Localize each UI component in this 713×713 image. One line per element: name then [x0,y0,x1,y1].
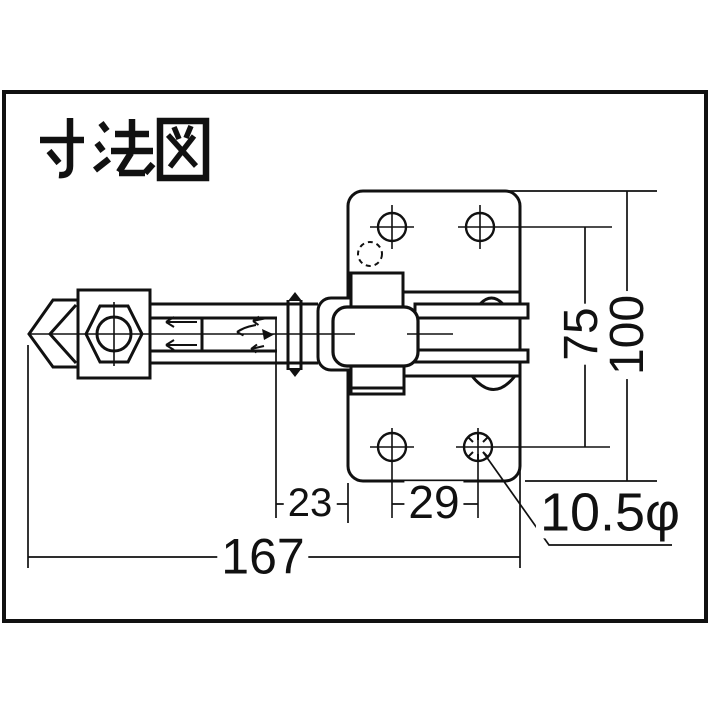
toggle-mechanism [316,271,420,396]
pivot-hub [331,305,420,368]
mounting-hole-top-right [458,205,612,249]
dim-label-hole-pitch-horizontal: 29 [404,479,464,525]
title-kanji-strokes [40,117,210,182]
thread-direction-arrows [165,316,197,351]
dim-label-hole-pitch-vertical: 75 [555,303,608,365]
handle-stub-lower [349,364,406,396]
dim-label-overall-length: 167 [217,532,309,581]
page-title: 寸法図 [30,110,220,182]
hidden-hole-dashed [357,241,383,267]
pin-mark-up [288,292,302,301]
dim-label-pivot-offset: 23 [283,483,337,523]
handle-stub-upper [349,271,405,312]
arm-support-rails [403,290,520,391]
pin-mark-down [288,368,302,377]
pivot-pin-lines [286,300,303,370]
mounting-hole-top-left [370,205,414,249]
dim-label-plate-height: 100 [601,290,654,380]
spindle-tip-cone [27,298,78,369]
leader-line-hole-diameter [482,451,672,546]
mounting-hole-bottom-left [370,428,414,518]
dim-label-hole-diameter: 10.5φ [535,485,685,540]
